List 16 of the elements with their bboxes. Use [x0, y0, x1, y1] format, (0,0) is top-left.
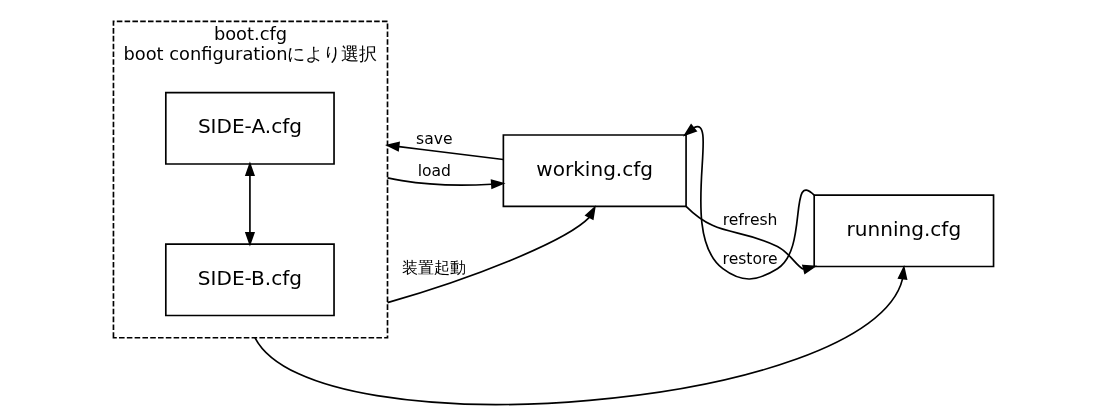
- edge-label: 装置起動: [401, 259, 466, 278]
- edge-label: load: [417, 162, 451, 181]
- arrow: [684, 205, 817, 275]
- node-box: working.cfg: [502, 134, 687, 208]
- arrow: [253, 265, 907, 406]
- arrow: [384, 141, 504, 161]
- arrow: [386, 177, 505, 190]
- arrow: [682, 123, 815, 280]
- node-box: SIDE-A.cfg: [164, 91, 335, 165]
- node-box: running.cfg: [812, 194, 994, 268]
- arrow: [244, 161, 255, 247]
- edge-label: refresh: [722, 211, 778, 230]
- arrow: [386, 205, 596, 304]
- edge-label: save: [415, 130, 453, 149]
- node-box: SIDE-B.cfg: [164, 243, 335, 317]
- edge-label: restore: [722, 250, 778, 269]
